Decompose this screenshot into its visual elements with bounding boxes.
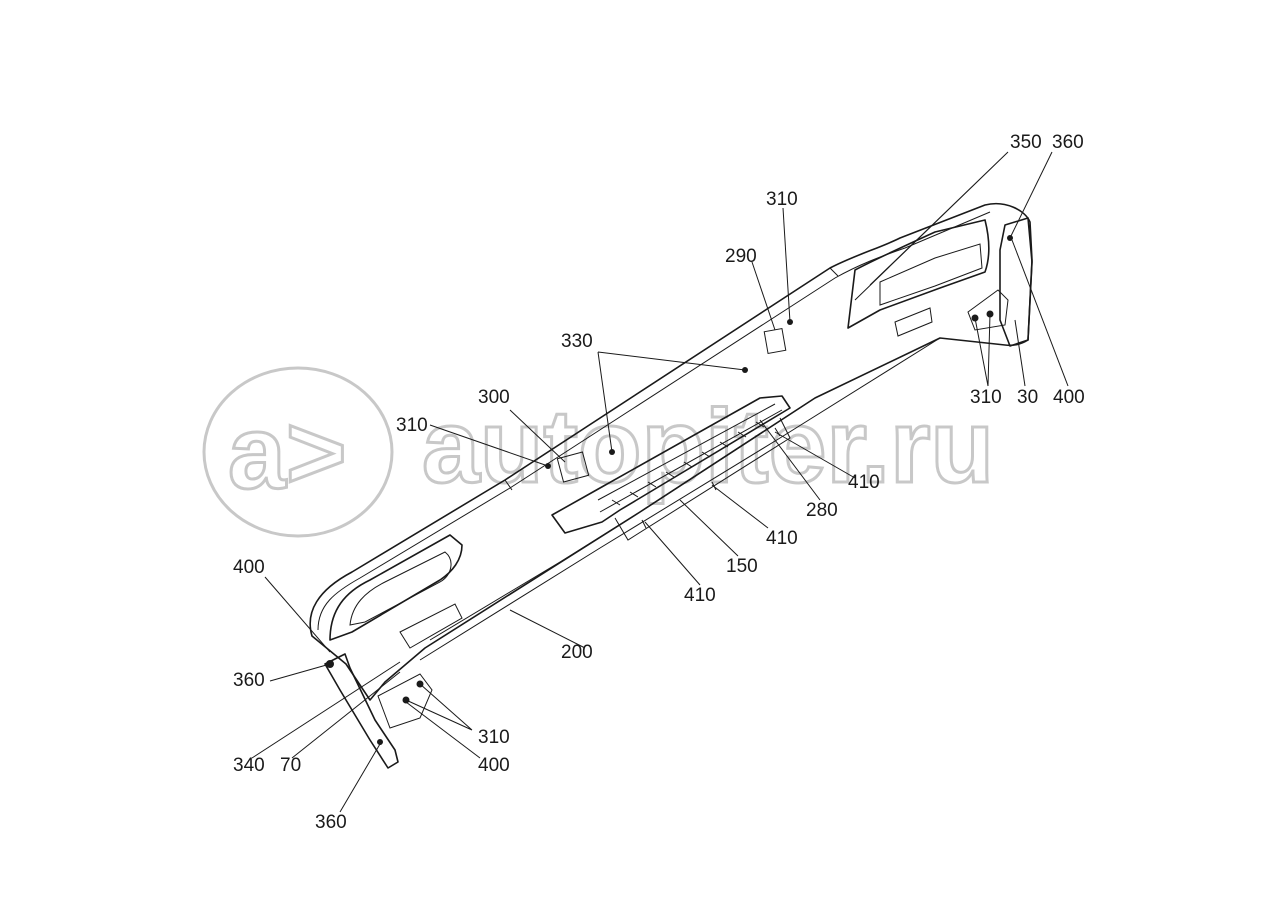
- callout-300: 300: [478, 387, 510, 408]
- bumper-lower-edge: [419, 337, 941, 661]
- callout-310-top: 310: [766, 189, 798, 210]
- bumper-lower-skirt: [429, 397, 816, 641]
- watermark: a> autopiter.ru: [202, 366, 996, 538]
- callout-360-bottom: 360: [315, 812, 347, 833]
- callout-360-top: 360: [1052, 132, 1084, 153]
- callout-280: 280: [806, 500, 838, 521]
- left-end-cap: [324, 653, 399, 769]
- right-end-cap: [999, 217, 1033, 347]
- step-mount-plate: [614, 417, 791, 541]
- callout-310-left: 310: [396, 415, 428, 436]
- left-bracket-plate: [377, 673, 433, 729]
- watermark-logo-circle: [202, 366, 394, 538]
- callout-340: 340: [233, 755, 265, 776]
- center-step-inner: [597, 403, 783, 513]
- bumper-drawing: [309, 203, 1033, 769]
- center-step-recess: [551, 395, 791, 534]
- leader-lines: [251, 151, 1069, 813]
- callout-310-right: 310: [970, 387, 1002, 408]
- callout-400-bottom: 400: [478, 755, 510, 776]
- callout-200: 200: [561, 642, 593, 663]
- left-fog-lamp: [399, 603, 463, 649]
- watermark-logo-glyph: a>: [228, 395, 347, 511]
- callout-150: 150: [726, 556, 758, 577]
- fasteners: [326, 235, 1013, 745]
- right-lamp-lens: [879, 243, 983, 306]
- callout-330: 330: [561, 331, 593, 352]
- callout-290: 290: [725, 246, 757, 267]
- callout-400-right: 400: [1053, 387, 1085, 408]
- right-lamp-housing: [847, 219, 990, 329]
- callout-410-b: 410: [766, 528, 798, 549]
- callout-400-left: 400: [233, 557, 265, 578]
- left-lamp-lens: [349, 551, 452, 626]
- callout-350: 350: [1010, 132, 1042, 153]
- callout-360-left: 360: [233, 670, 265, 691]
- left-lamp-housing: [329, 534, 463, 641]
- watermark-site-text: autopiter.ru: [422, 389, 994, 505]
- right-fog-lamp: [894, 307, 933, 337]
- callout-410-a: 410: [848, 472, 880, 493]
- callout-30: 30: [1017, 387, 1038, 408]
- step-rungs: [611, 421, 765, 506]
- callout-70: 70: [280, 755, 301, 776]
- right-bracket: [967, 289, 1009, 331]
- bumper-body-outline: [309, 203, 1033, 701]
- callout-310-bottom: 310: [478, 727, 510, 748]
- callout-410-c: 410: [684, 585, 716, 606]
- callout-labels: 350 360 310 290 330 300 310 310 30 400 4…: [233, 132, 1085, 833]
- bumper-top-rim-inner: [504, 267, 839, 491]
